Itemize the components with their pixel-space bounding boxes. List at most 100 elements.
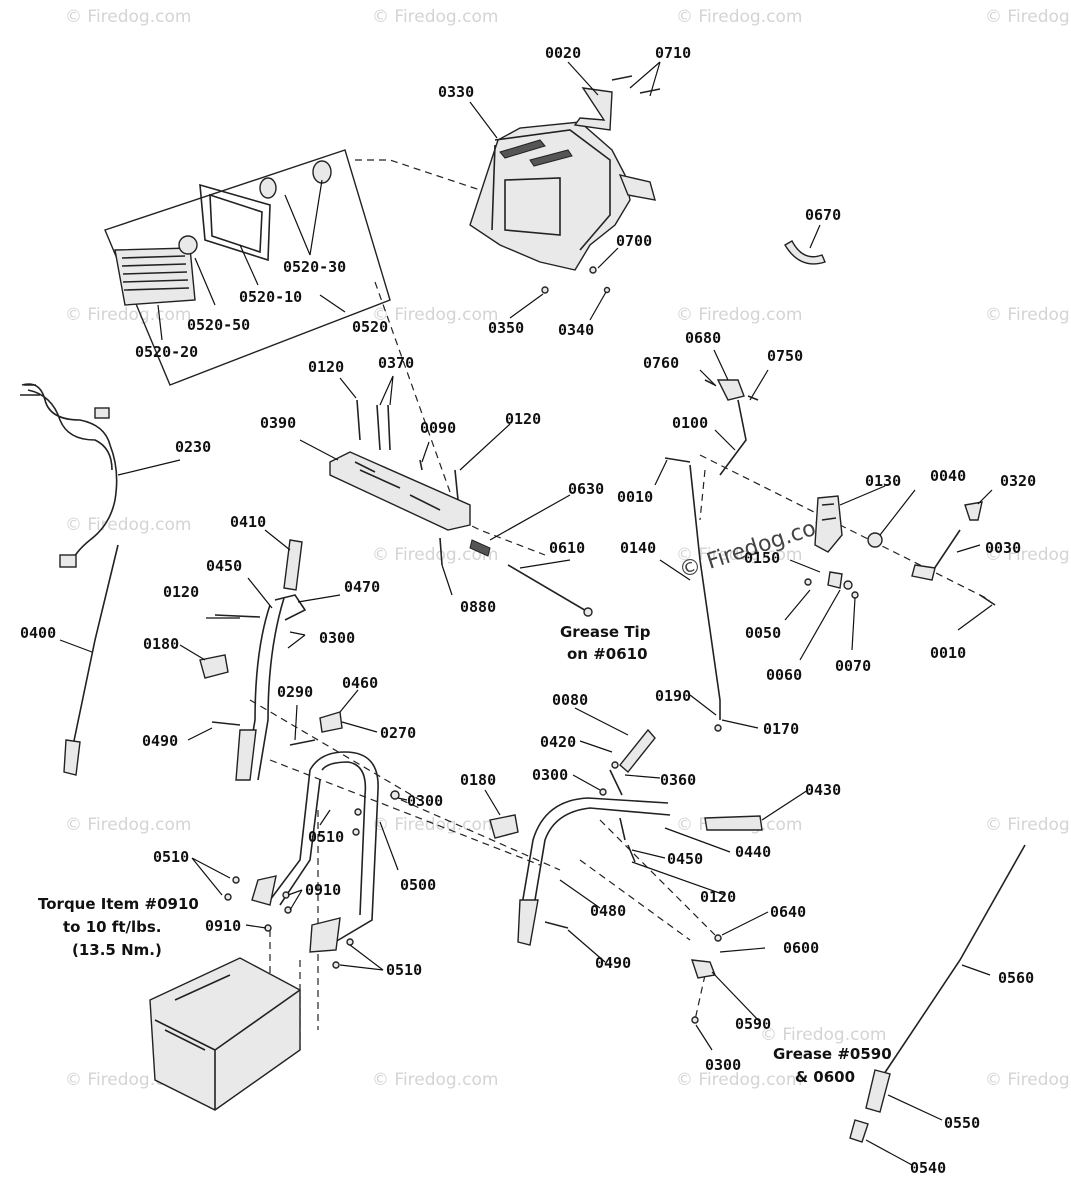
label-0100: 0100: [672, 414, 708, 432]
label-0510: 0510: [308, 828, 344, 846]
watermark: © Firedog.com: [65, 515, 191, 535]
label-0550: 0550: [944, 1114, 980, 1132]
headlight-assembly-box: [104, 149, 391, 386]
torque-note: to 10 ft/lbs.: [63, 918, 161, 936]
label-0490: 0490: [595, 954, 631, 972]
label-0680: 0680: [685, 329, 721, 347]
lower-handle-frame: [224, 751, 400, 969]
label-0590: 0590: [735, 1015, 771, 1033]
grease-tip-note: on #0610: [567, 645, 648, 663]
part-labels: 0020 0710 0330 0670 0700 0350 0340 0520-…: [20, 44, 1036, 1177]
watermark: © Firedog.com: [65, 815, 191, 835]
label-0030: 0030: [985, 539, 1021, 557]
label-0360: 0360: [660, 771, 696, 789]
watermark: © Firedog.com: [372, 545, 498, 565]
label-0520-50: 0520-50: [187, 316, 250, 334]
grease-tip-note: Grease Tip: [560, 623, 651, 641]
label-0370: 0370: [378, 354, 414, 372]
notes: Grease Tip on #0610 Torque Item #0910 to…: [38, 623, 892, 1086]
label-0410: 0410: [230, 513, 266, 531]
label-0880: 0880: [460, 598, 496, 616]
label-0480: 0480: [590, 902, 626, 920]
label-0520: 0520: [352, 318, 388, 336]
label-0080: 0080: [552, 691, 588, 709]
rod-0100: [719, 399, 747, 476]
cable-0560: [879, 844, 1026, 1081]
watermark: © Firedog.com: [65, 7, 191, 27]
lever-0080: [619, 728, 656, 774]
label-0120: 0120: [163, 583, 199, 601]
label-0320: 0320: [1000, 472, 1036, 490]
label-0640: 0640: [770, 903, 806, 921]
watermark: © Firedog.com: [372, 1070, 498, 1090]
label-0670: 0670: [805, 206, 841, 224]
label-0150: 0150: [744, 549, 780, 567]
right-handle-parts: [489, 728, 1026, 1143]
watermark: © Firedog.com: [65, 305, 191, 325]
grease-0590-note: & 0600: [795, 1068, 855, 1086]
control-panel-0390: [329, 399, 593, 617]
label-0540: 0540: [910, 1159, 946, 1177]
label-0180: 0180: [460, 771, 496, 789]
label-0510: 0510: [153, 848, 189, 866]
cable-0400: [69, 544, 119, 761]
label-0490: 0490: [142, 732, 178, 750]
torque-note: Torque Item #0910: [38, 895, 199, 913]
label-0600: 0600: [783, 939, 819, 957]
rod-0140: [689, 464, 721, 720]
label-0120: 0120: [700, 888, 736, 906]
rod-0610: [507, 564, 589, 613]
label-0190: 0190: [655, 687, 691, 705]
label-0090: 0090: [420, 419, 456, 437]
label-0750: 0750: [767, 347, 803, 365]
dash-panel-cover: [469, 75, 826, 294]
label-0430: 0430: [805, 781, 841, 799]
headlight-socket: [312, 160, 332, 184]
watermark: © Firedog.com: [676, 305, 802, 325]
frame-chassis: [149, 957, 301, 1111]
label-0520-30: 0520-30: [283, 258, 346, 276]
bracket-0020: [573, 87, 613, 131]
label-0500: 0500: [400, 876, 436, 894]
bracket-0180-left: [199, 654, 229, 679]
label-0230: 0230: [175, 438, 211, 456]
label-0450: 0450: [206, 557, 242, 575]
label-0140: 0140: [620, 539, 656, 557]
left-handle-parts: [63, 539, 343, 781]
wiring-harness: [20, 383, 118, 568]
label-0440: 0440: [735, 843, 771, 861]
watermark: © Firedog.com: [372, 7, 498, 27]
label-0040: 0040: [930, 467, 966, 485]
label-0270: 0270: [380, 724, 416, 742]
bracket-0180-right: [489, 814, 519, 839]
watermark: © Firedog.com: [372, 815, 498, 835]
watermark: © Firedog.com: [985, 7, 1071, 27]
label-0050: 0050: [745, 624, 781, 642]
upper-handle-right: [521, 797, 671, 906]
label-0910: 0910: [305, 881, 341, 899]
label-0710: 0710: [655, 44, 691, 62]
label-0520-10: 0520-10: [239, 288, 302, 306]
label-0330: 0330: [438, 83, 474, 101]
grip-0410: [283, 539, 303, 591]
label-0610: 0610: [549, 539, 585, 557]
label-0400: 0400: [20, 624, 56, 642]
torque-note: (13.5 Nm.): [72, 941, 162, 959]
headlight-grommet: [259, 177, 277, 199]
watermark: © Firedog.com: [676, 7, 802, 27]
grip-0430: [704, 815, 763, 831]
label-0420: 0420: [540, 733, 576, 751]
headlight-bulb: [178, 235, 198, 255]
label-0290: 0290: [277, 683, 313, 701]
label-0910: 0910: [205, 917, 241, 935]
label-0350: 0350: [488, 319, 524, 337]
watermark: © Firedog.com: [985, 1070, 1071, 1090]
label-0510: 0510: [386, 961, 422, 979]
label-0010: 0010: [930, 644, 966, 662]
watermark: © Firedog.com: [676, 545, 802, 565]
label-0560: 0560: [998, 969, 1034, 987]
label-0060: 0060: [766, 666, 802, 684]
label-0450: 0450: [667, 850, 703, 868]
label-0460: 0460: [342, 674, 378, 692]
